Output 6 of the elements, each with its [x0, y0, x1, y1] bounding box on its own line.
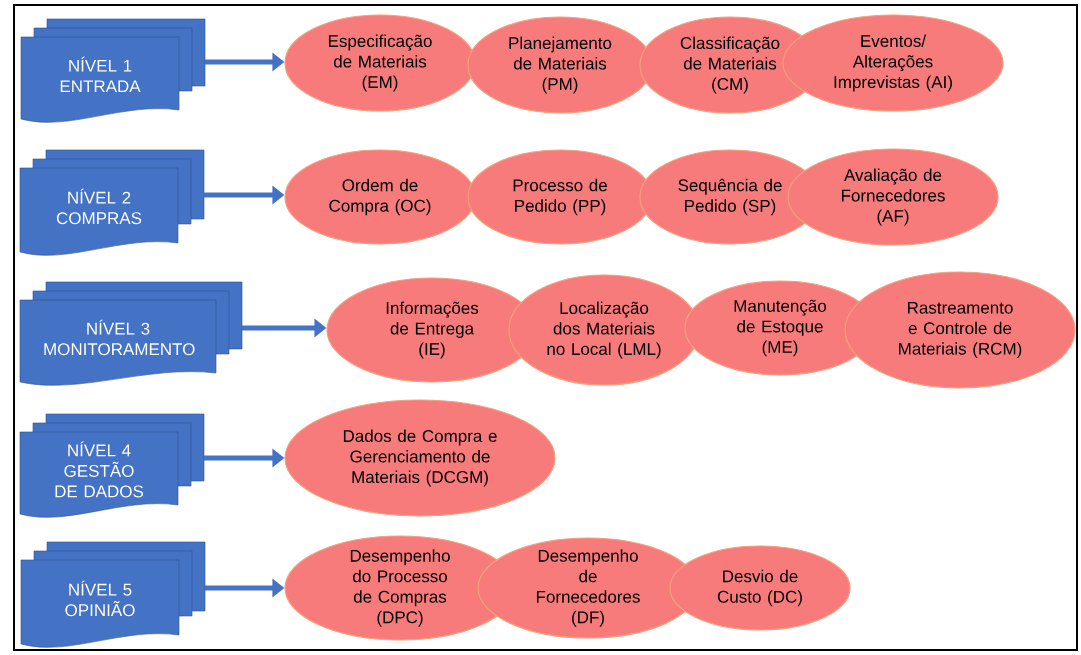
document-stack: NÍVEL 4 GESTÃO DE DADOS: [19, 413, 205, 518]
node-label: Desempenho de Fornecedores (DF): [536, 549, 640, 627]
document-stack: NÍVEL 2 COMPRAS: [19, 149, 205, 256]
document-stack: NÍVEL 1 ENTRADA: [20, 18, 206, 123]
document-stack: NÍVEL 3 MONITORAMENTO: [19, 281, 243, 386]
document-stack: NÍVEL 5 OPINIÃO: [20, 541, 206, 648]
